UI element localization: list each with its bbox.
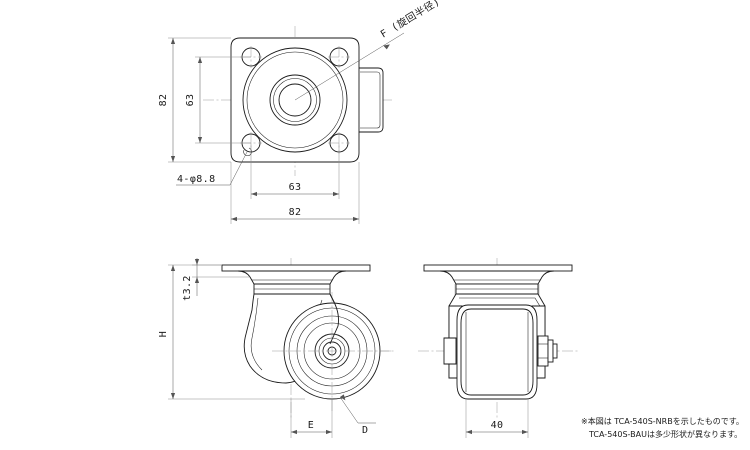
wheel-tread-inner-circle [288, 307, 376, 395]
note-line-2: TCA-540S-BAUは多少形状が異なります。 [588, 429, 742, 439]
arrow-head [194, 277, 200, 283]
arrow-head [251, 191, 257, 197]
arrow-head [197, 57, 203, 63]
dim-wheel-width-40: 40 [491, 420, 504, 431]
note-line-1: ※本図は TCA-540S-NRBを示したものです。 [581, 416, 744, 426]
dim-plate-height-82: 82 [158, 94, 169, 107]
front-swivel-bell [439, 270, 555, 285]
arrow-head [170, 156, 176, 162]
plate-top-view: 82 63 63 82 4-φ8.8 F (旋回半径) [158, 0, 442, 224]
arrow-head [522, 429, 528, 435]
raceway-circle [269, 74, 321, 126]
dim-overall-height-H: H [158, 331, 169, 337]
side-mounting-plate [221, 264, 371, 272]
arrow-head [197, 137, 203, 143]
wheel-diameter-leader [339, 396, 376, 424]
swivel-radius-label: F (旋回半径) [378, 0, 442, 41]
swivel-tab-inner [360, 71, 381, 129]
fork-inner-contour [250, 297, 263, 371]
dim-hole-note: 4-φ8.8 [177, 174, 216, 185]
arrow-head [340, 394, 346, 401]
raceway-inner-circle [273, 78, 317, 122]
hole-callout-notch [243, 147, 252, 157]
front-mounting-plate [423, 264, 573, 272]
swivel-radius-leader [294, 32, 405, 101]
flange-inner-circle [246, 51, 344, 149]
axle-nut-washer [547, 339, 554, 363]
front-wheel-tread [460, 308, 534, 396]
swivel-tab [357, 67, 384, 133]
fork-front-arm [329, 293, 339, 345]
arrow-head [353, 216, 359, 222]
front-axle-nut [537, 335, 558, 367]
drawing-notes: ※本図は TCA-540S-NRBを示したものです。 TCA-540S-BAUは… [581, 416, 744, 439]
label-wheel-diameter-D: D [362, 425, 368, 436]
front-axle-hub-left [443, 337, 457, 365]
arrow-head [170, 38, 176, 44]
arrow-head [326, 429, 332, 435]
dim-plate-thickness-t32: t3.2 [182, 275, 193, 301]
caster-side-view: H t3.2 E D [158, 258, 395, 438]
axle-nut-cap [552, 343, 558, 359]
dim-plate-width-82: 82 [289, 207, 302, 218]
arrow-head [466, 429, 472, 435]
arrow-head [231, 216, 237, 222]
arrow-head [383, 44, 390, 50]
arrow-head [170, 265, 176, 271]
arrow-head [291, 429, 297, 435]
arrow-head [194, 259, 200, 265]
kingpin-bore-circle [278, 83, 312, 117]
hole-callout-leader [176, 151, 248, 186]
dim-offset-E: E [308, 420, 314, 431]
swivel-bell [237, 270, 347, 285]
axle-nut-body [537, 335, 549, 367]
caster-front-view: 40 [418, 258, 578, 438]
dim-hole-spacing-horizontal-63: 63 [289, 182, 302, 193]
flange-outer-circle [242, 47, 348, 153]
dim-hole-spacing-vertical-63: 63 [185, 94, 196, 107]
arrow-head [333, 191, 339, 197]
arrow-head [170, 393, 176, 399]
